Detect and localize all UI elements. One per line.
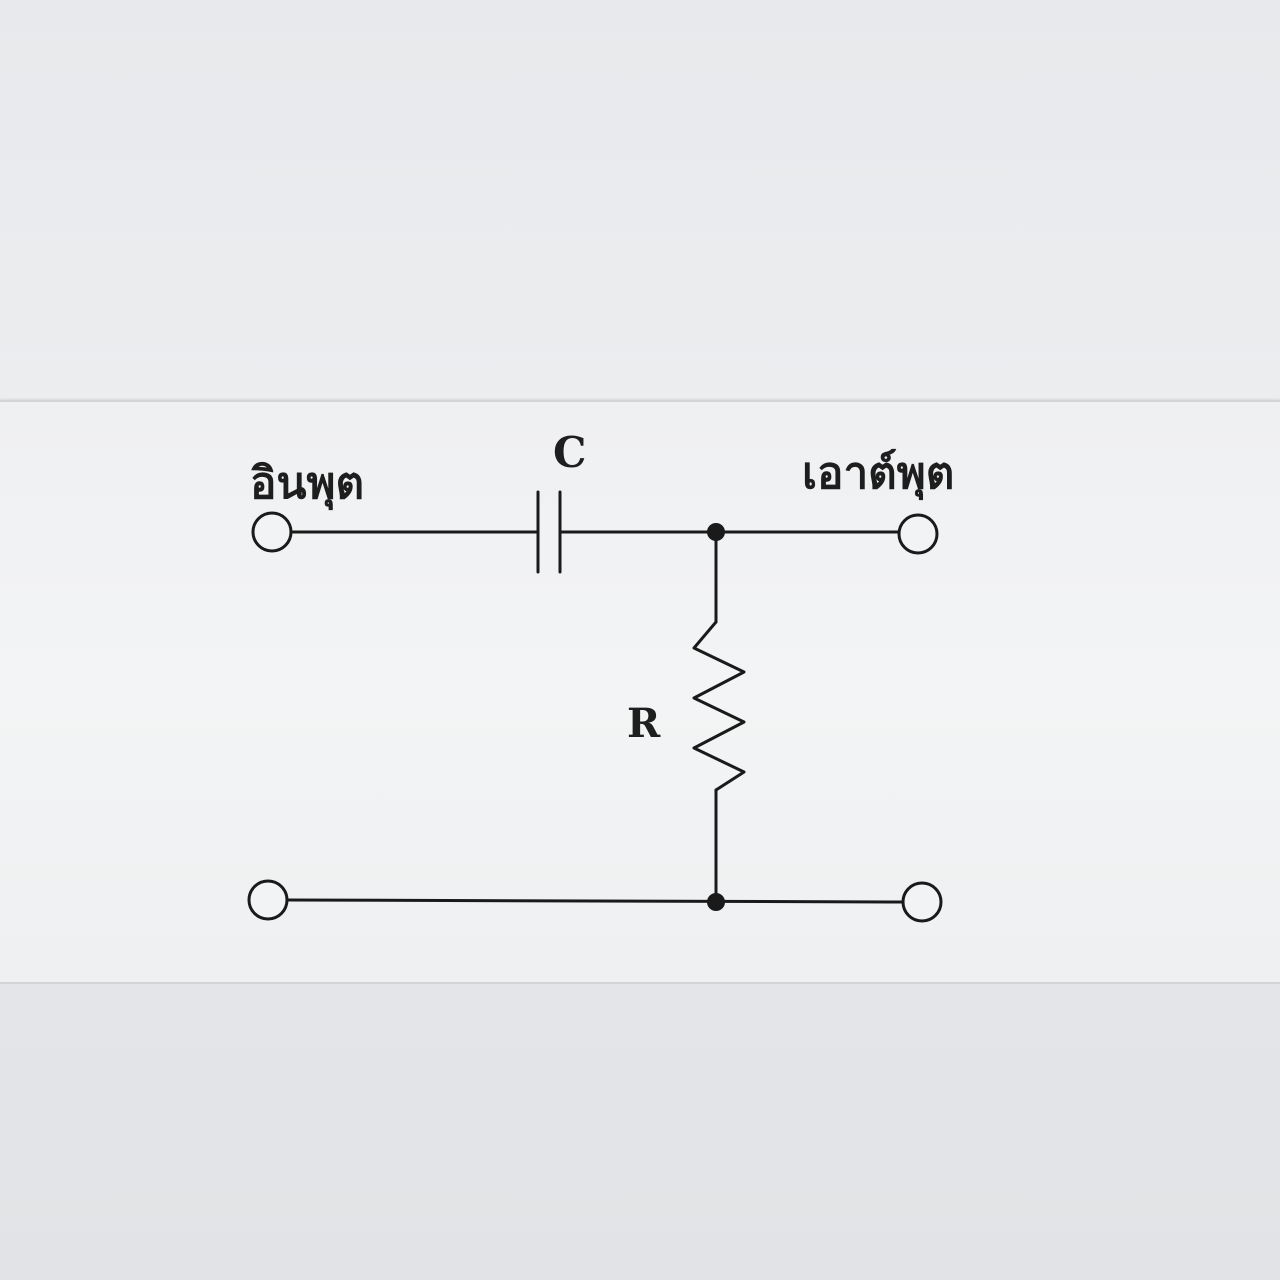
output-terminal-bottom	[901, 881, 943, 923]
resistor-zigzag	[692, 620, 746, 792]
input-terminal-bottom	[247, 879, 289, 921]
paper-bottom	[0, 984, 1280, 1280]
resistor-label: R	[627, 700, 661, 747]
output-terminal-top	[897, 513, 939, 555]
paper-top	[0, 0, 1280, 398]
output-label: เอาต์พุต	[802, 448, 955, 499]
input-terminal-top	[251, 511, 293, 553]
wire-bottom-rail	[286, 898, 904, 904]
paper-middle	[0, 402, 1280, 982]
junction-bottom	[707, 893, 725, 911]
junction-top	[707, 523, 725, 541]
fold-line-bottom	[0, 982, 1280, 984]
input-label: อินพุต	[250, 458, 365, 509]
capacitor-label: C	[553, 428, 587, 477]
fold-line-top	[0, 400, 1280, 402]
